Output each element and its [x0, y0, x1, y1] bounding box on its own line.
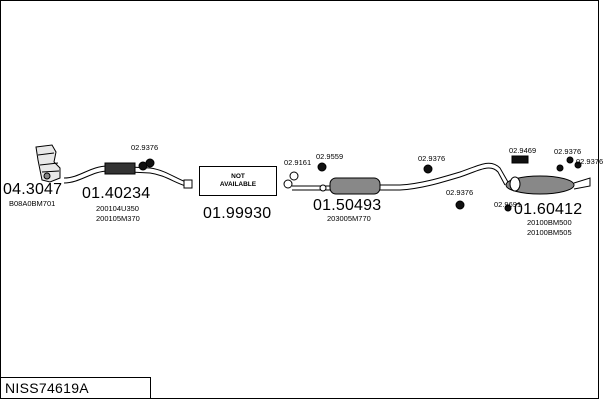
- fitting-label-5: 02.9376: [446, 188, 474, 197]
- model-code: NISS74619A: [5, 380, 89, 396]
- part-ref-not-available: 01.99930: [203, 205, 272, 222]
- model-code-box: NISS74619A: [0, 377, 151, 399]
- part-sub-rear-silencer-1: 20100BM500: [527, 218, 572, 227]
- fittings-drawing: [138, 155, 582, 212]
- part-sub-rear-silencer-2: 20100BM505: [527, 228, 572, 237]
- front-pipe-drawing: [63, 162, 193, 189]
- part-sub-middle-silencer: 203005M770: [327, 214, 371, 223]
- part-sub-front-pipe-2: 200105M370: [96, 214, 140, 223]
- part-ref-middle-silencer: 01.50493: [313, 197, 382, 214]
- fitting-label-7: 02.9376: [554, 147, 582, 156]
- rear-silencer-drawing: [505, 175, 591, 195]
- part-ref-catalytic: 04.3047: [3, 181, 63, 198]
- fitting-label-6: 02.9469: [509, 146, 537, 155]
- fitting-label-2: 02.9161: [284, 158, 312, 167]
- part-sub-front-pipe-1: 200104U350: [96, 204, 139, 213]
- part-sub-catalytic: B08A0BM701: [9, 199, 56, 208]
- not-available-box: NOT AVAILABLE: [199, 166, 277, 196]
- fitting-label-4: 02.9376: [418, 154, 446, 163]
- part-ref-front-pipe: 01.40234: [82, 185, 151, 202]
- fitting-label-9: 02.9691: [494, 200, 522, 209]
- not-available-label: NOT AVAILABLE: [219, 173, 257, 188]
- part-ref-rear-silencer: 01.60412: [514, 201, 583, 218]
- middle-silencer-drawing: [283, 162, 509, 195]
- fitting-label-3: 02.9559: [316, 152, 344, 161]
- fitting-label-1: 02.9376: [131, 143, 159, 152]
- fitting-label-8: 02.9376: [576, 157, 603, 166]
- catalytic-converter-drawing: [35, 144, 61, 183]
